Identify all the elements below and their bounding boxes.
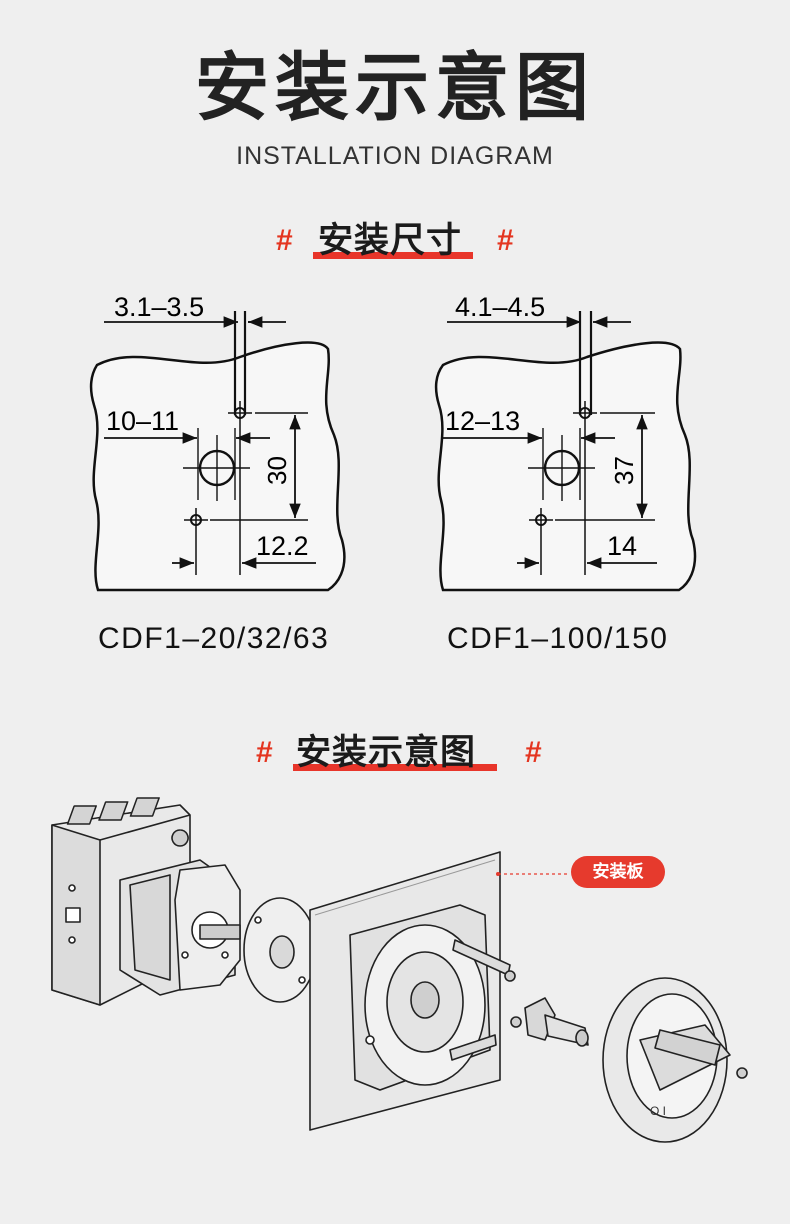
heading-underline	[313, 252, 473, 259]
rotary-handle: O I	[602, 977, 748, 1143]
gasket-disk	[243, 897, 317, 1003]
switch-mechanism	[119, 859, 241, 996]
model-label-left: CDF1–20/32/63	[98, 622, 330, 655]
panel-outline	[434, 341, 697, 592]
dim-vertical: 30	[262, 456, 292, 485]
mounting-plate-label: 安装板	[571, 856, 665, 888]
handle-base	[349, 904, 511, 1091]
drawing-cdf1-100-150: 4.1–4.5 37 12–13 14	[434, 292, 697, 592]
dim-left: 12–13	[445, 406, 520, 436]
dim-top: 3.1–3.5	[114, 292, 204, 322]
dim-top: 4.1–4.5	[455, 292, 545, 322]
page-title: 安装示意图	[195, 45, 595, 131]
model-label-right: CDF1–100/150	[447, 622, 669, 655]
section-title: 安装示意图	[296, 733, 477, 773]
hash-left: #	[256, 736, 273, 769]
hash-right: #	[525, 736, 542, 769]
dim-left: 10–11	[106, 406, 179, 436]
hash-left: #	[276, 224, 293, 257]
section-title: 安装尺寸	[318, 221, 463, 261]
shaft-coupling	[524, 997, 589, 1047]
svg-text:O I: O I	[650, 1104, 666, 1118]
screw-icon	[510, 1016, 522, 1028]
section-heading-installation: # 安装示意图 #	[0, 730, 790, 780]
dim-bottom: 12.2	[256, 531, 309, 561]
exploded-installation-illustration: O I	[51, 797, 748, 1143]
section-heading-dimensions: # 安装尺寸 #	[0, 218, 790, 268]
page-subtitle: INSTALLATION DIAGRAM	[236, 142, 554, 170]
dim-vertical: 37	[609, 456, 639, 485]
hash-right: #	[497, 224, 514, 257]
drawing-cdf1-20-32-63: 3.1–3.5 30 10–11 12.2	[89, 292, 346, 592]
heading-underline	[293, 764, 497, 771]
screw-icon	[504, 970, 516, 982]
dim-bottom: 14	[607, 531, 637, 561]
